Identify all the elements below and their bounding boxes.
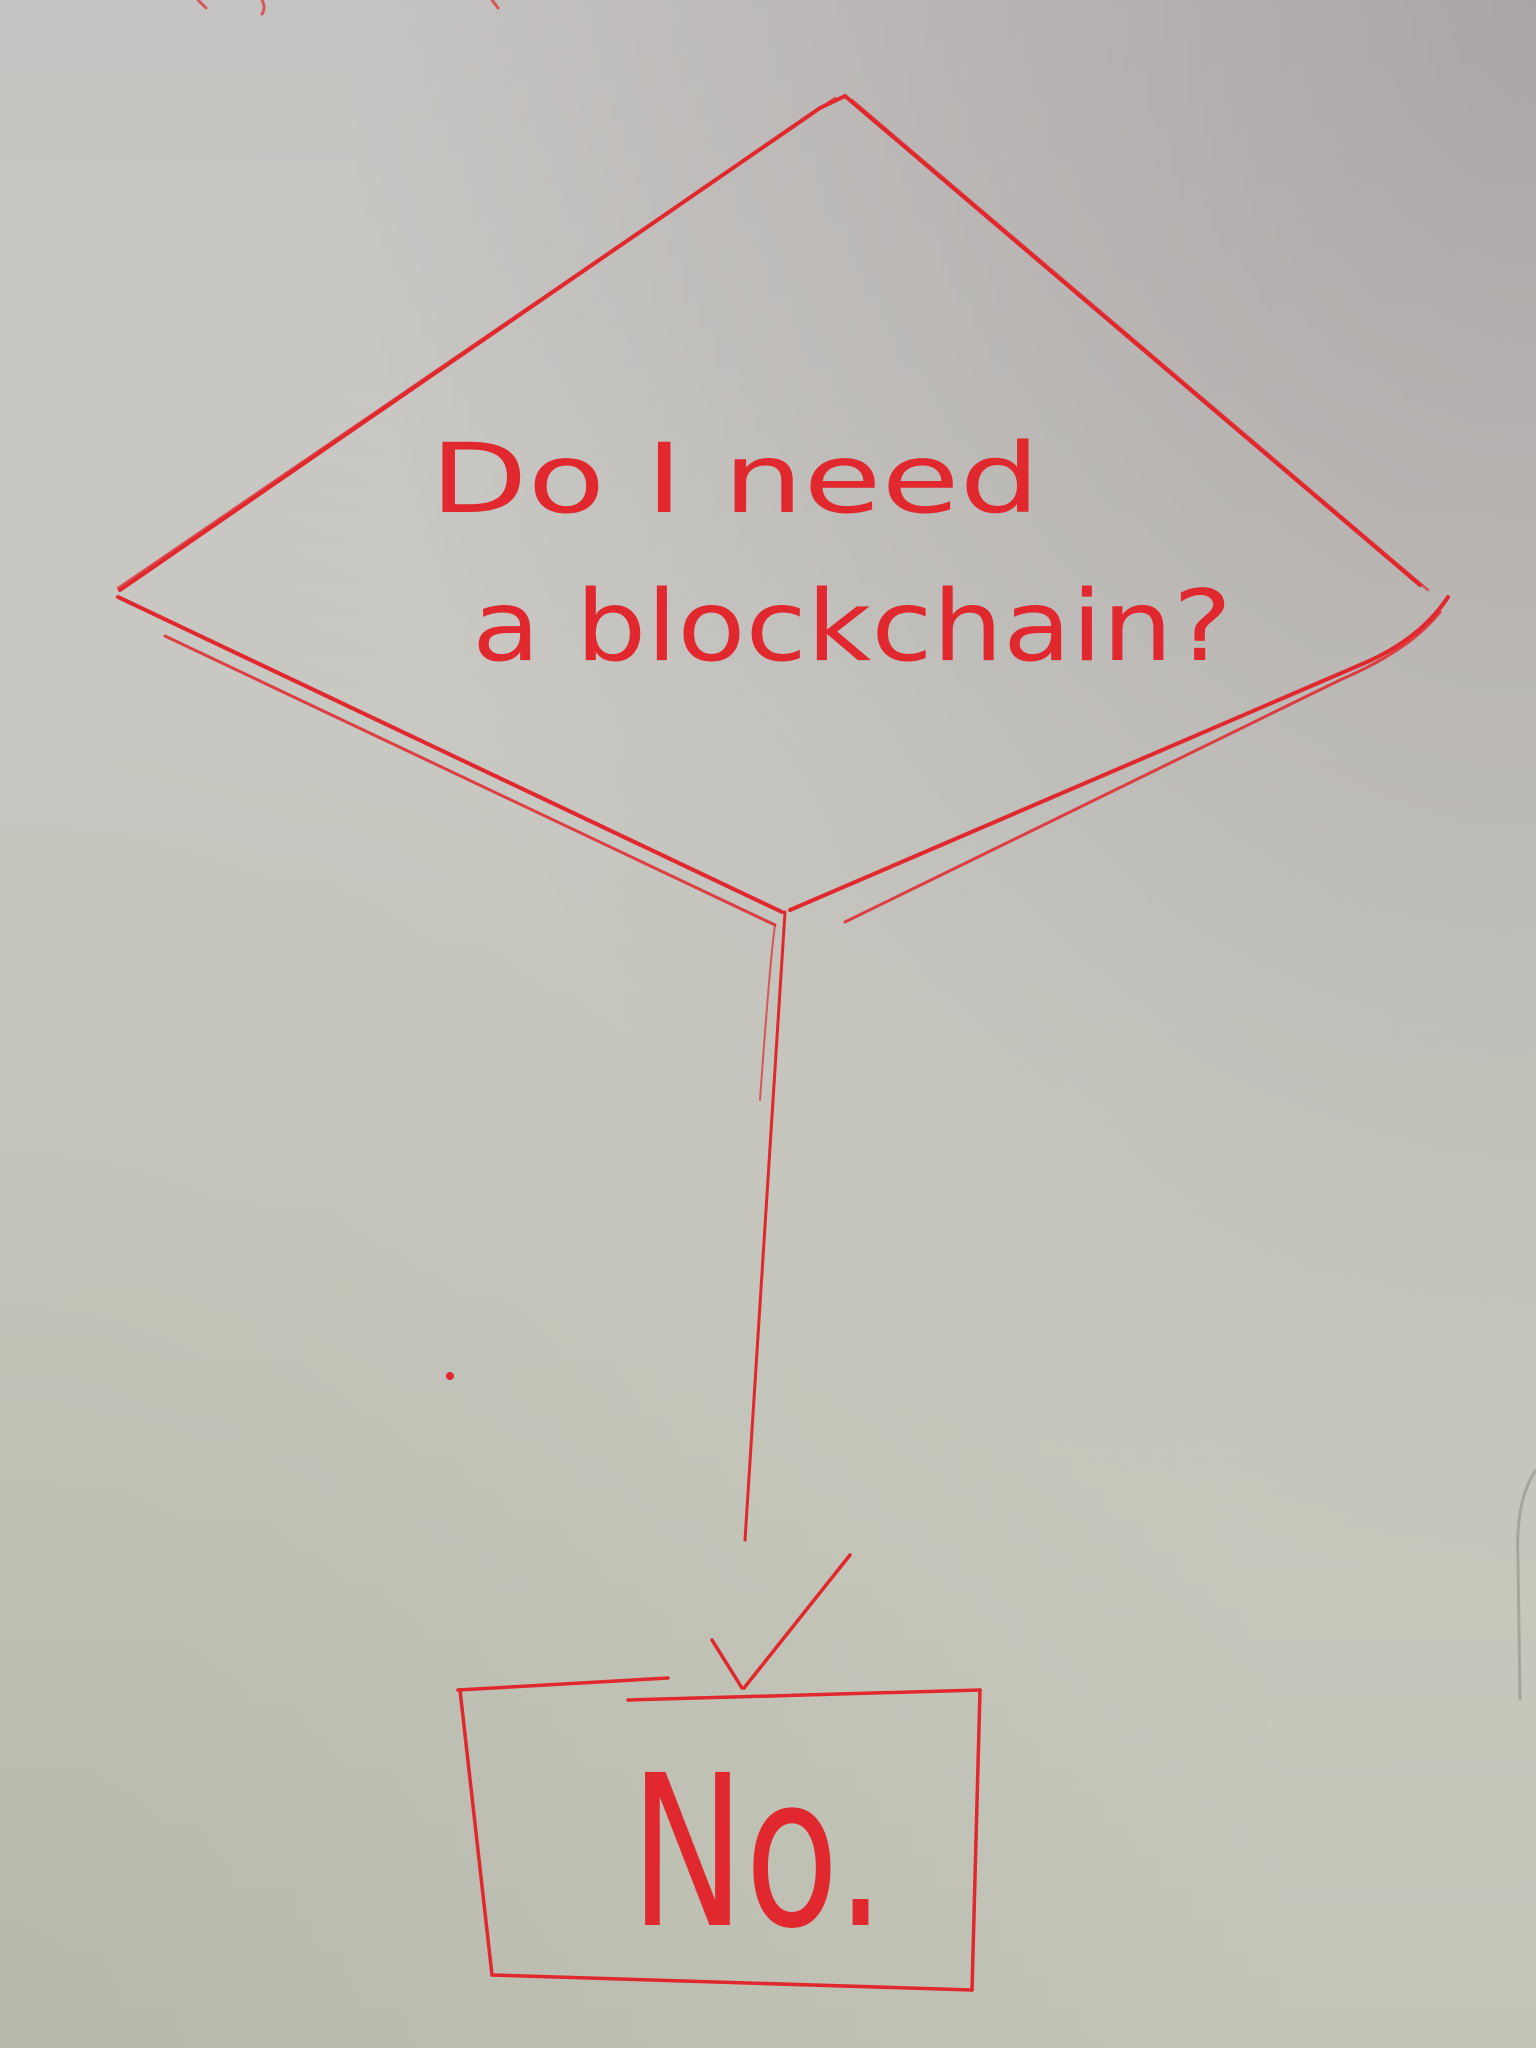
connector-arrow	[710, 910, 852, 1690]
outcome-box	[456, 1676, 982, 1992]
stray-dot	[446, 1372, 454, 1380]
outcome-label: No.	[630, 1730, 885, 1975]
right-edge-shadow	[1516, 1469, 1536, 1701]
top-edge-marks	[196, 0, 500, 16]
decision-question-line1: Do I need	[430, 423, 1040, 535]
decision-question-line2: a blockchain?	[472, 570, 1232, 684]
decision-diamond	[116, 94, 1450, 927]
